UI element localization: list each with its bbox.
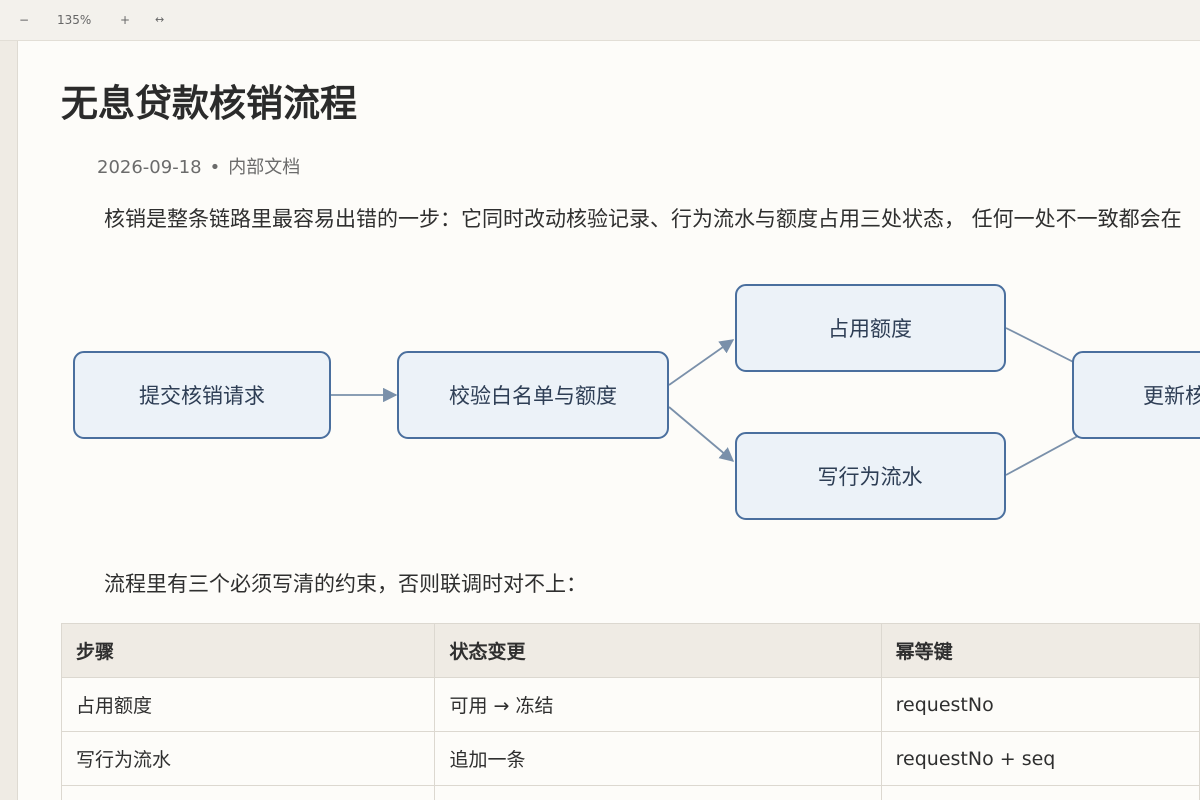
table-cell — [60, 785, 436, 800]
table-row — [60, 785, 1200, 800]
table-cell: requestNo — [880, 677, 1200, 732]
flow-node-occupy: 占用额度 — [735, 284, 1006, 372]
flow-node-verify-label: 校验白名单与额度 — [449, 384, 617, 408]
zoom-level[interactable]: 135% — [57, 13, 92, 27]
constraints-paragraph: 流程里有三个必须写清的约束，否则联调时对不上： — [104, 572, 587, 596]
table-cell: 占用额度 — [60, 677, 436, 732]
flow-node-update: 更新核 — [1072, 351, 1200, 439]
zoom-in-button[interactable]: + — [120, 13, 131, 27]
table-row: 占用额度 可用 → 冻结 requestNo — [60, 677, 1200, 732]
flow-node-writelog: 写行为流水 — [735, 432, 1006, 520]
document-page: 无息贷款核销流程 2026-09-18 • 内部文档 核销是整条链路里最容易出错的一… — [18, 41, 1200, 800]
meta-separator: • — [209, 157, 221, 178]
flow-node-verify: 校验白名单与额度 — [397, 351, 669, 439]
page-gutter — [0, 41, 18, 800]
viewer-toolbar: − 135% + ↔ — [0, 0, 1200, 41]
table-header-row: 步骤 状态变更 幂等键 — [60, 623, 1200, 678]
flow-node-occupy-label: 占用额度 — [828, 317, 912, 341]
table-cell: 可用 → 冻结 — [434, 677, 882, 732]
zoom-out-button[interactable]: − — [19, 13, 30, 27]
edge-verify-occupy — [668, 339, 735, 386]
page-title: 无息贷款核销流程 — [61, 82, 357, 125]
table-cell: 追加一条 — [434, 731, 882, 786]
table-cell — [880, 785, 1200, 800]
table-cell: requestNo + seq — [880, 731, 1200, 786]
doc-date: 2026-09-18 — [97, 157, 202, 178]
flow-node-writelog-label: 写行为流水 — [818, 465, 923, 489]
constraints-table: 步骤 状态变更 幂等键 占用额度 可用 → 冻结 requestNo 写行为流水… — [60, 623, 1200, 800]
flow-node-submit: 提交核销请求 — [73, 351, 331, 439]
table-row: 写行为流水 追加一条 requestNo + seq — [60, 731, 1200, 786]
table-cell: 写行为流水 — [60, 731, 436, 786]
doc-meta: 2026-09-18 • 内部文档 — [97, 153, 300, 179]
intro-paragraph: 核销是整条链路里最容易出错的一步：它同时改动核验记录、行为流水与额度占用三处状态… — [104, 207, 1182, 231]
table-header-state: 状态变更 — [434, 623, 882, 678]
edge-verify-writelog — [668, 406, 735, 462]
fit-width-icon[interactable]: ↔ — [155, 13, 165, 26]
flow-node-update-label: 更新核 — [1143, 384, 1200, 408]
table-cell — [434, 785, 882, 800]
flow-node-submit-label: 提交核销请求 — [139, 384, 265, 408]
flowchart: 提交核销请求 校验白名单与额度 占用额度 写行为流水 更新核 — [73, 284, 1200, 520]
table-header-step: 步骤 — [60, 623, 436, 678]
table-header-idempotency-key: 幂等键 — [880, 623, 1200, 678]
doc-category: 内部文档 — [228, 157, 301, 178]
